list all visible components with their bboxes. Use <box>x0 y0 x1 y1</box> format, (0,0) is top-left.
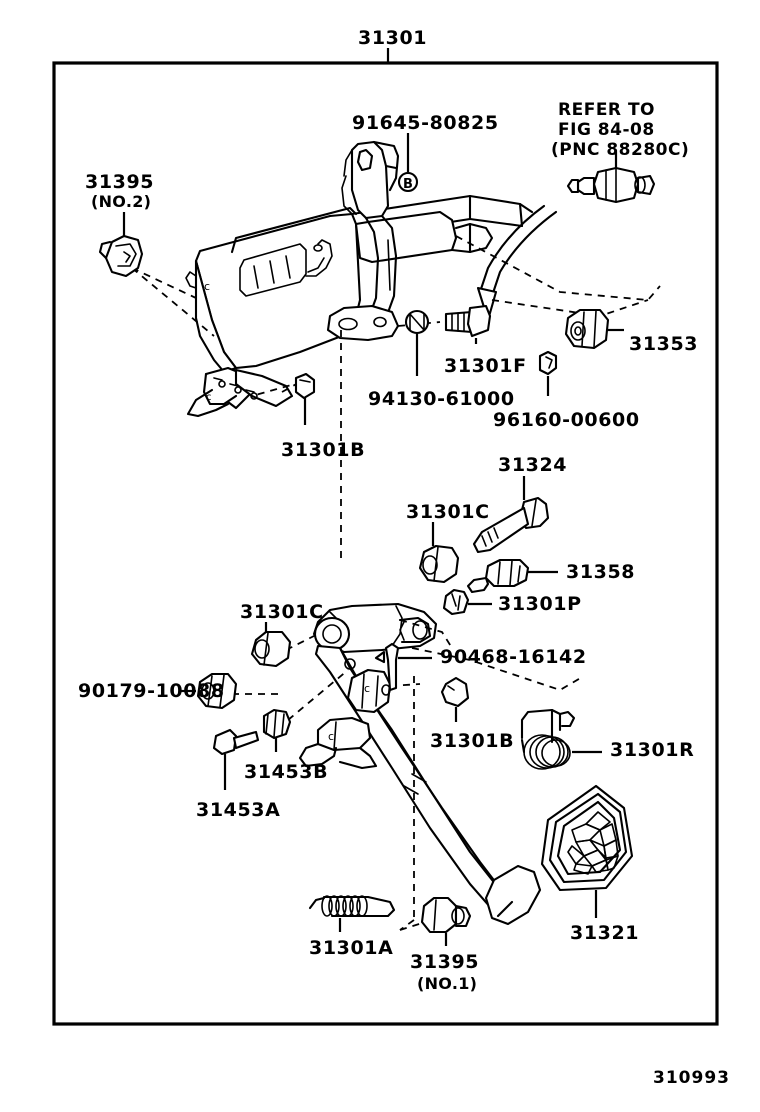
svg-text:c: c <box>204 280 210 293</box>
label-31301R: 31301R <box>610 739 695 761</box>
part-31301C-lower <box>250 622 292 668</box>
part-31353 <box>564 308 624 350</box>
label-90468-16142: 90468-16142 <box>440 646 587 668</box>
part-31453B <box>262 708 292 752</box>
label-31324: 31324 <box>498 454 568 476</box>
part-31301F <box>444 304 492 344</box>
label-31395-no2: 31395 <box>85 171 155 193</box>
part-31301A <box>308 895 396 932</box>
label-refer-line3: (PNC 88280C) <box>551 140 690 160</box>
part-31301R <box>520 708 602 770</box>
svg-text:B: B <box>403 177 413 192</box>
part-31324 <box>472 476 550 554</box>
label-31301A: 31301A <box>309 937 394 959</box>
label-31301B-lower: 31301B <box>430 730 515 752</box>
label-31301C-lower: 31301C <box>240 601 324 623</box>
part-90468-16142 <box>374 642 432 692</box>
svg-text:c: c <box>364 682 370 695</box>
part-31395-no1 <box>420 896 472 946</box>
svg-text:c: c <box>206 392 212 403</box>
label-31301B-upper: 31301B <box>281 439 366 461</box>
diagram-border <box>52 61 719 1026</box>
part-90179-10088 <box>180 672 238 710</box>
label-90179-10088: 90179-10088 <box>78 680 225 702</box>
pedal-support-bracket: c c <box>185 140 534 418</box>
label-91645-80825: 91645-80825 <box>352 112 499 134</box>
part-31301B-upper <box>294 372 316 425</box>
label-31353: 31353 <box>629 333 699 355</box>
page-title: 31301 <box>358 27 428 49</box>
part-31301B-lower <box>440 676 470 722</box>
assembly-direction-arrow <box>476 204 558 322</box>
part-31301C-upper <box>418 522 460 584</box>
label-31301P: 31301P <box>498 593 582 615</box>
label-31321: 31321 <box>570 922 640 944</box>
part-clutch-switch-88280c <box>566 152 656 204</box>
label-31301F: 31301F <box>444 355 527 377</box>
label-31395-no1-suffix: (NO.1) <box>417 974 478 993</box>
part-91645-80825: B <box>397 133 419 193</box>
label-refer-line1: REFER TO <box>558 100 655 120</box>
label-31358: 31358 <box>566 561 636 583</box>
label-31301C-upper: 31301C <box>406 501 490 523</box>
label-refer-line2: FIG 84-08 <box>558 120 655 140</box>
part-31301P <box>442 588 492 616</box>
label-31453B: 31453B <box>244 761 329 783</box>
label-31395-no2-suffix: (NO.2) <box>91 192 152 211</box>
svg-text:c: c <box>328 730 334 743</box>
part-31395-no2 <box>98 212 144 278</box>
label-31453A: 31453A <box>196 799 281 821</box>
label-94130-61000: 94130-61000 <box>368 388 515 410</box>
part-96160-00600 <box>538 350 558 396</box>
footer-drawing-number: 310993 <box>653 1068 730 1088</box>
part-31453A <box>212 728 260 790</box>
label-96160-00600: 96160-00600 <box>493 409 640 431</box>
part-31358 <box>466 558 558 594</box>
part-31321 <box>540 784 634 918</box>
part-94130-61000 <box>404 309 430 376</box>
label-31395-no1: 31395 <box>410 951 480 973</box>
